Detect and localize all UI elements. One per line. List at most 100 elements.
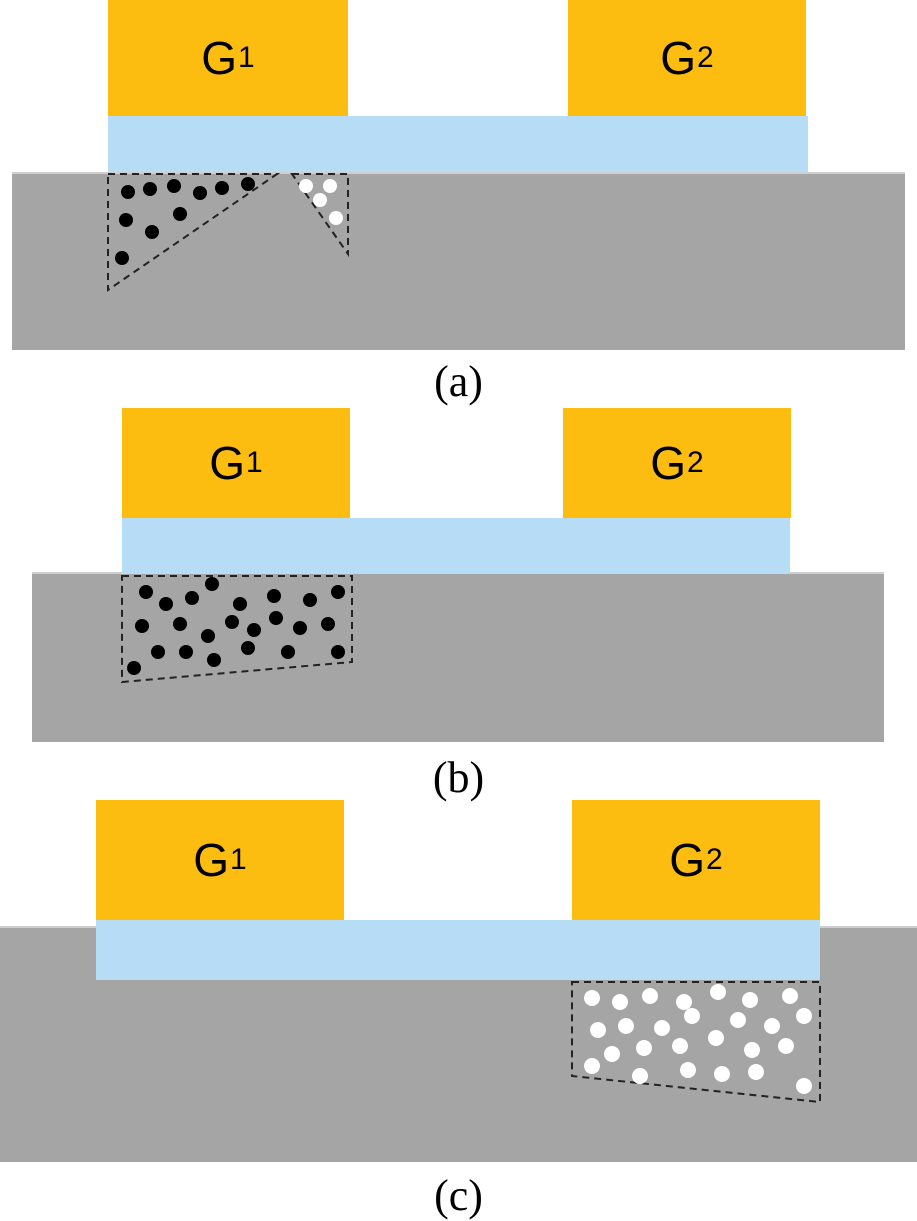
- oxide-layer-a: [108, 116, 808, 172]
- hole: [778, 1038, 794, 1054]
- hole-region-c: [571, 981, 821, 1104]
- electron: [127, 661, 141, 675]
- electron: [201, 629, 215, 643]
- electrons-b: [127, 577, 345, 675]
- hole: [618, 1018, 634, 1034]
- gate-g1-letter: G: [193, 834, 230, 886]
- electrons-a: [115, 177, 255, 265]
- gate-g1-letter: G: [201, 32, 238, 84]
- hole-region-a: [290, 173, 349, 258]
- hole: [299, 179, 313, 193]
- hole: [604, 1046, 620, 1062]
- hole: [654, 1020, 670, 1036]
- hole: [744, 1042, 760, 1058]
- hole: [796, 1078, 812, 1094]
- hole: [584, 1058, 600, 1074]
- caption-c: (c): [434, 1171, 483, 1220]
- electron: [185, 591, 199, 605]
- charge-regions-b: [121, 575, 353, 684]
- hole: [323, 179, 337, 193]
- electron: [173, 207, 187, 221]
- electron: [247, 623, 261, 637]
- electron: [267, 589, 281, 603]
- gate-g2-index: 2: [687, 446, 704, 479]
- hole: [329, 211, 343, 225]
- hole: [590, 1022, 606, 1038]
- electron: [205, 577, 219, 591]
- electron: [281, 645, 295, 659]
- electron: [241, 177, 255, 191]
- hole: [642, 988, 658, 1004]
- hole: [676, 994, 692, 1010]
- electron: [233, 597, 247, 611]
- gate-g1-index: 1: [246, 446, 263, 479]
- electron: [173, 617, 187, 631]
- substrate-a: [12, 172, 905, 350]
- hole: [612, 994, 628, 1010]
- gate-g2-letter: G: [660, 32, 697, 84]
- hole: [748, 1064, 764, 1080]
- hole: [632, 1068, 648, 1084]
- electron: [241, 641, 255, 655]
- electron-region-a: [107, 173, 281, 292]
- hole: [684, 1008, 700, 1024]
- electron: [215, 181, 229, 195]
- hole: [764, 1018, 780, 1034]
- gate-g2-letter: G: [669, 834, 706, 886]
- hole: [680, 1062, 696, 1078]
- electron: [193, 186, 207, 200]
- gate-g1-index: 1: [238, 41, 255, 74]
- gate-g2-index: 2: [706, 843, 723, 876]
- electron: [121, 185, 135, 199]
- electron: [145, 225, 159, 239]
- electron: [179, 645, 193, 659]
- hole: [742, 992, 758, 1008]
- hole: [584, 990, 600, 1006]
- electron: [293, 621, 307, 635]
- gate-g1-index: 1: [230, 843, 247, 876]
- electron: [321, 617, 335, 631]
- electron: [269, 611, 283, 625]
- charge-regions-a: [107, 173, 349, 292]
- oxide-layer-c: [96, 920, 820, 980]
- electron: [303, 593, 317, 607]
- hole: [714, 1066, 730, 1082]
- oxide-layer-b: [122, 518, 790, 574]
- hole: [796, 1008, 812, 1024]
- holes-c: [584, 984, 812, 1094]
- electron: [159, 597, 173, 611]
- hole: [730, 1012, 746, 1028]
- electron-region-b: [121, 575, 353, 684]
- electron: [225, 615, 239, 629]
- electron: [151, 645, 165, 659]
- gate-g2-index: 2: [697, 41, 714, 74]
- hole: [782, 988, 798, 1004]
- electron: [115, 251, 129, 265]
- electron: [207, 653, 221, 667]
- hole: [672, 1038, 688, 1054]
- electron: [167, 179, 181, 193]
- caption-b: (b): [432, 753, 485, 802]
- electron: [119, 213, 133, 227]
- electron: [331, 585, 345, 599]
- electron: [143, 182, 157, 196]
- electron: [135, 619, 149, 633]
- hole: [708, 1030, 724, 1046]
- hole: [710, 984, 726, 1000]
- electron: [139, 585, 153, 599]
- holes-a: [299, 179, 343, 225]
- electron: [331, 645, 345, 659]
- gate-g2-letter: G: [650, 437, 687, 489]
- caption-a: (a): [434, 357, 483, 406]
- gate-g1-letter: G: [209, 437, 246, 489]
- hole: [313, 193, 327, 207]
